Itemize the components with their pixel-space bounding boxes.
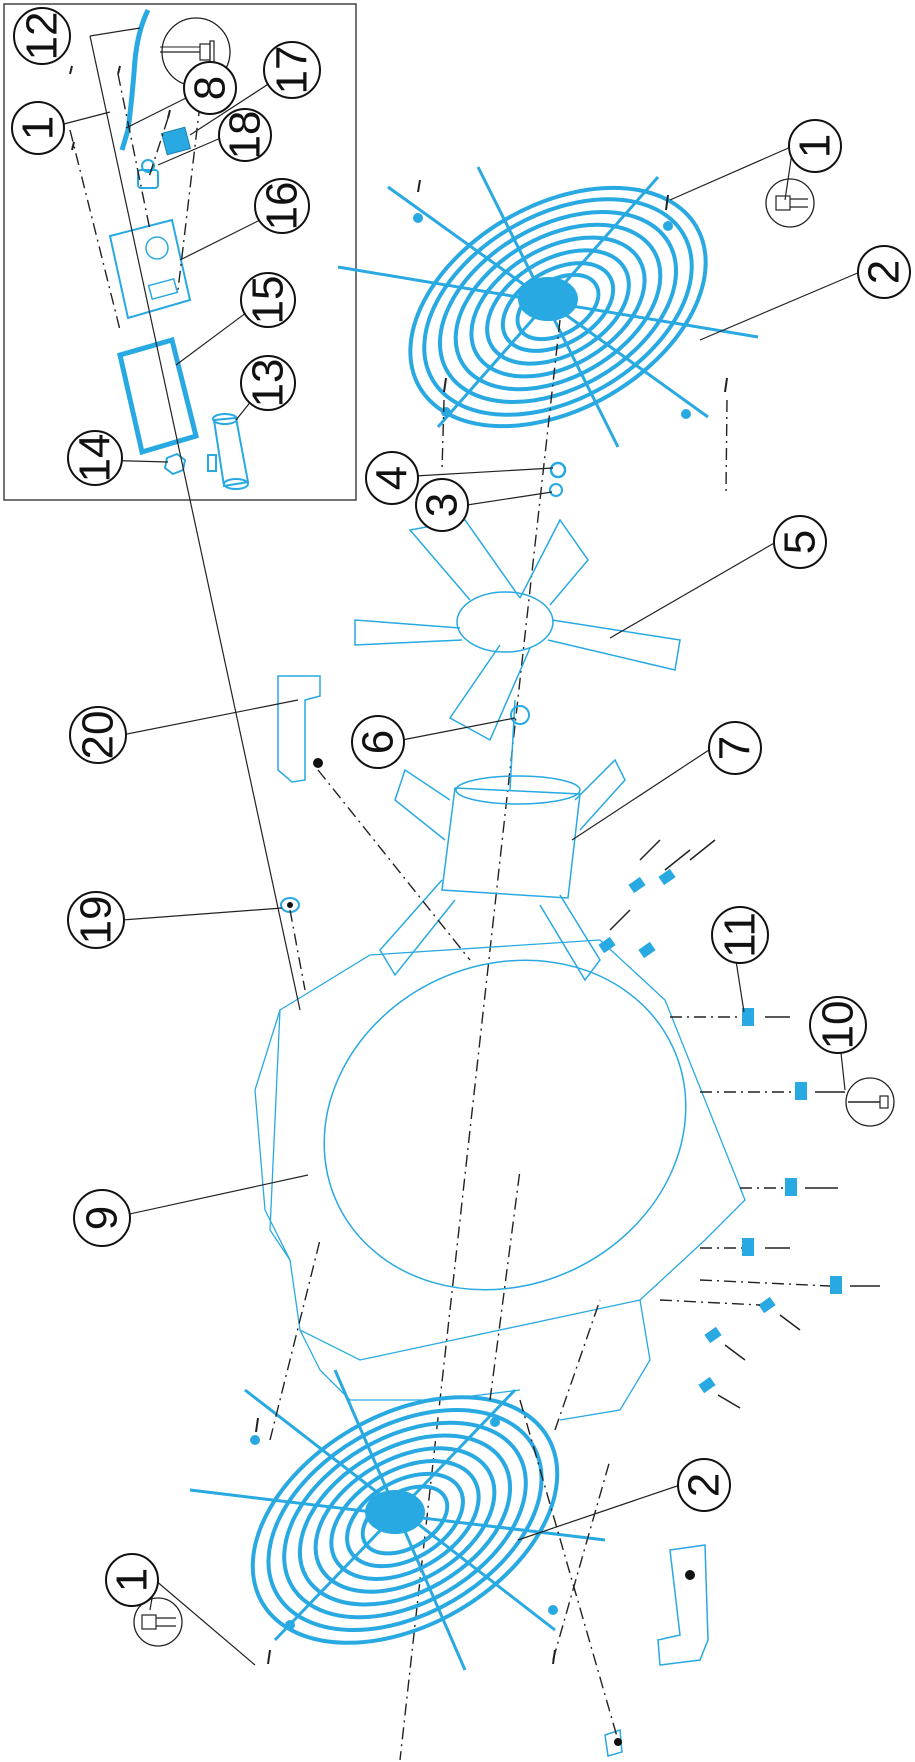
svg-text:3: 3 bbox=[418, 493, 467, 517]
svg-text:5: 5 bbox=[776, 530, 825, 554]
svg-text:2: 2 bbox=[680, 1473, 729, 1497]
callout-4: 4 bbox=[365, 451, 419, 505]
callout-8: 8 bbox=[183, 61, 237, 115]
connector bbox=[280, 897, 300, 913]
svg-text:12: 12 bbox=[18, 12, 67, 61]
svg-text:20: 20 bbox=[74, 711, 123, 760]
callout-9: 9 bbox=[73, 1189, 131, 1247]
callout-10: 10 bbox=[809, 996, 867, 1054]
svg-text:13: 13 bbox=[244, 359, 293, 408]
svg-text:17: 17 bbox=[268, 46, 317, 95]
callout-11: 11 bbox=[711, 906, 769, 964]
callout-2-left: 2 bbox=[677, 1458, 731, 1512]
svg-text:16: 16 bbox=[258, 182, 307, 231]
washer bbox=[510, 705, 530, 725]
motor bbox=[379, 699, 626, 982]
guard-screws-left bbox=[255, 1169, 611, 1665]
mount-bracket-bottom bbox=[657, 1544, 709, 1666]
svg-text:2: 2 bbox=[860, 260, 909, 284]
screw-detail-icon-left bbox=[133, 1597, 183, 1647]
callout-3: 3 bbox=[415, 478, 469, 532]
capacitor bbox=[207, 413, 250, 490]
svg-text:19: 19 bbox=[72, 896, 121, 945]
callout-1-right: 1 bbox=[788, 119, 842, 173]
gasket bbox=[117, 336, 200, 456]
svg-text:1: 1 bbox=[108, 1568, 157, 1592]
guard-screws-right bbox=[417, 179, 728, 493]
svg-text:9: 9 bbox=[78, 1206, 127, 1230]
callout-14: 14 bbox=[67, 430, 123, 486]
screw-detail-icon-right bbox=[765, 178, 815, 228]
center-axis bbox=[399, 319, 561, 1761]
svg-text:1: 1 bbox=[791, 134, 840, 158]
svg-text:10: 10 bbox=[814, 1001, 863, 1050]
callout-16: 16 bbox=[254, 178, 310, 234]
shaft-nut-washer bbox=[549, 461, 567, 497]
callout-7: 7 bbox=[708, 721, 762, 775]
wire-harness bbox=[119, 8, 151, 151]
switch bbox=[160, 126, 192, 156]
svg-text:1: 1 bbox=[14, 116, 63, 140]
callout-6: 6 bbox=[351, 715, 405, 769]
mount-bracket-top bbox=[277, 675, 323, 783]
svg-text:15: 15 bbox=[244, 276, 293, 325]
svg-text:8: 8 bbox=[186, 76, 235, 100]
callout-12: 12 bbox=[13, 7, 71, 65]
svg-text:11: 11 bbox=[716, 912, 765, 958]
svg-text:4: 4 bbox=[368, 466, 417, 490]
callout-1-left: 1 bbox=[105, 1553, 159, 1607]
fan-guard-right bbox=[337, 166, 759, 448]
svg-text:14: 14 bbox=[71, 434, 120, 483]
callout-19: 19 bbox=[67, 891, 125, 949]
callout-1-inset: 1 bbox=[11, 101, 65, 155]
cable-gland bbox=[137, 159, 159, 189]
callout-17: 17 bbox=[263, 41, 321, 99]
housing bbox=[254, 939, 746, 1421]
cover-plate bbox=[108, 218, 192, 320]
callout-13: 13 bbox=[240, 355, 296, 411]
small-bracket bbox=[604, 1728, 623, 1757]
fan-guard-left bbox=[189, 1369, 606, 1671]
rivet-clips bbox=[598, 839, 880, 1409]
callout-5: 5 bbox=[773, 515, 827, 569]
callout-2-right: 2 bbox=[857, 245, 911, 299]
callout-20: 20 bbox=[69, 706, 127, 764]
callout-18: 18 bbox=[218, 108, 272, 162]
svg-text:18: 18 bbox=[221, 111, 270, 160]
callout-15: 15 bbox=[240, 272, 296, 328]
svg-text:6: 6 bbox=[354, 730, 403, 754]
rivet-detail-icon bbox=[845, 1077, 895, 1127]
svg-text:7: 7 bbox=[711, 736, 760, 760]
